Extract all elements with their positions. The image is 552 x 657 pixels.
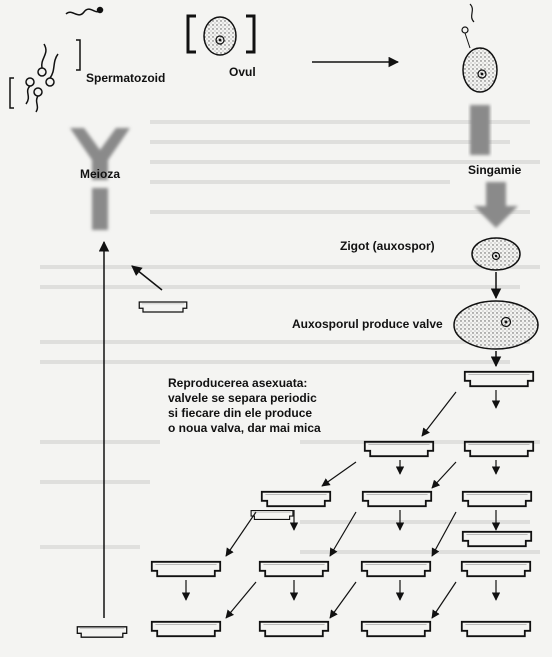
label-meioza: Meioza [80,167,120,181]
singamie-process-bar [470,105,490,155]
label-spermatozoid: Spermatozoid [86,71,165,85]
label-singamie: Singamie [468,163,522,177]
fertilized-egg [461,3,498,93]
zigot-cell [471,237,521,271]
valve-column-right [460,370,535,638]
valve-left-bottom [76,625,128,639]
valve-column-mid-left [258,461,357,638]
caption-line-4: o noua valva, dar mai mica [168,421,321,435]
valve-column-left [150,511,257,638]
ovul-cell [186,14,256,56]
big-arrow-down-icon [474,182,518,228]
auxospor-cell [453,300,539,350]
meioza-process-shape [70,128,130,230]
caption-line-2: valvele se separa periodic [168,391,317,405]
caption-asexual-reproduction: Reproducerea asexuata: valvele se separa… [168,376,358,436]
valve-left-top [138,301,188,313]
caption-line-3: si fiecare din ele produce [168,406,313,420]
spermatozoid-cells [9,6,104,113]
arrow-valve-to-meioza [131,265,163,291]
valve-column-mid-right [360,391,457,638]
background-text-texture [40,120,540,554]
valve-mid-row2 [250,509,294,521]
caption-line-1: Reproducerea asexuata: [168,376,308,390]
label-ovul: Ovul [229,65,256,79]
label-zigot: Zigot (auxospor) [340,239,435,253]
label-auxospor-valve: Auxosporul produce valve [292,317,443,331]
